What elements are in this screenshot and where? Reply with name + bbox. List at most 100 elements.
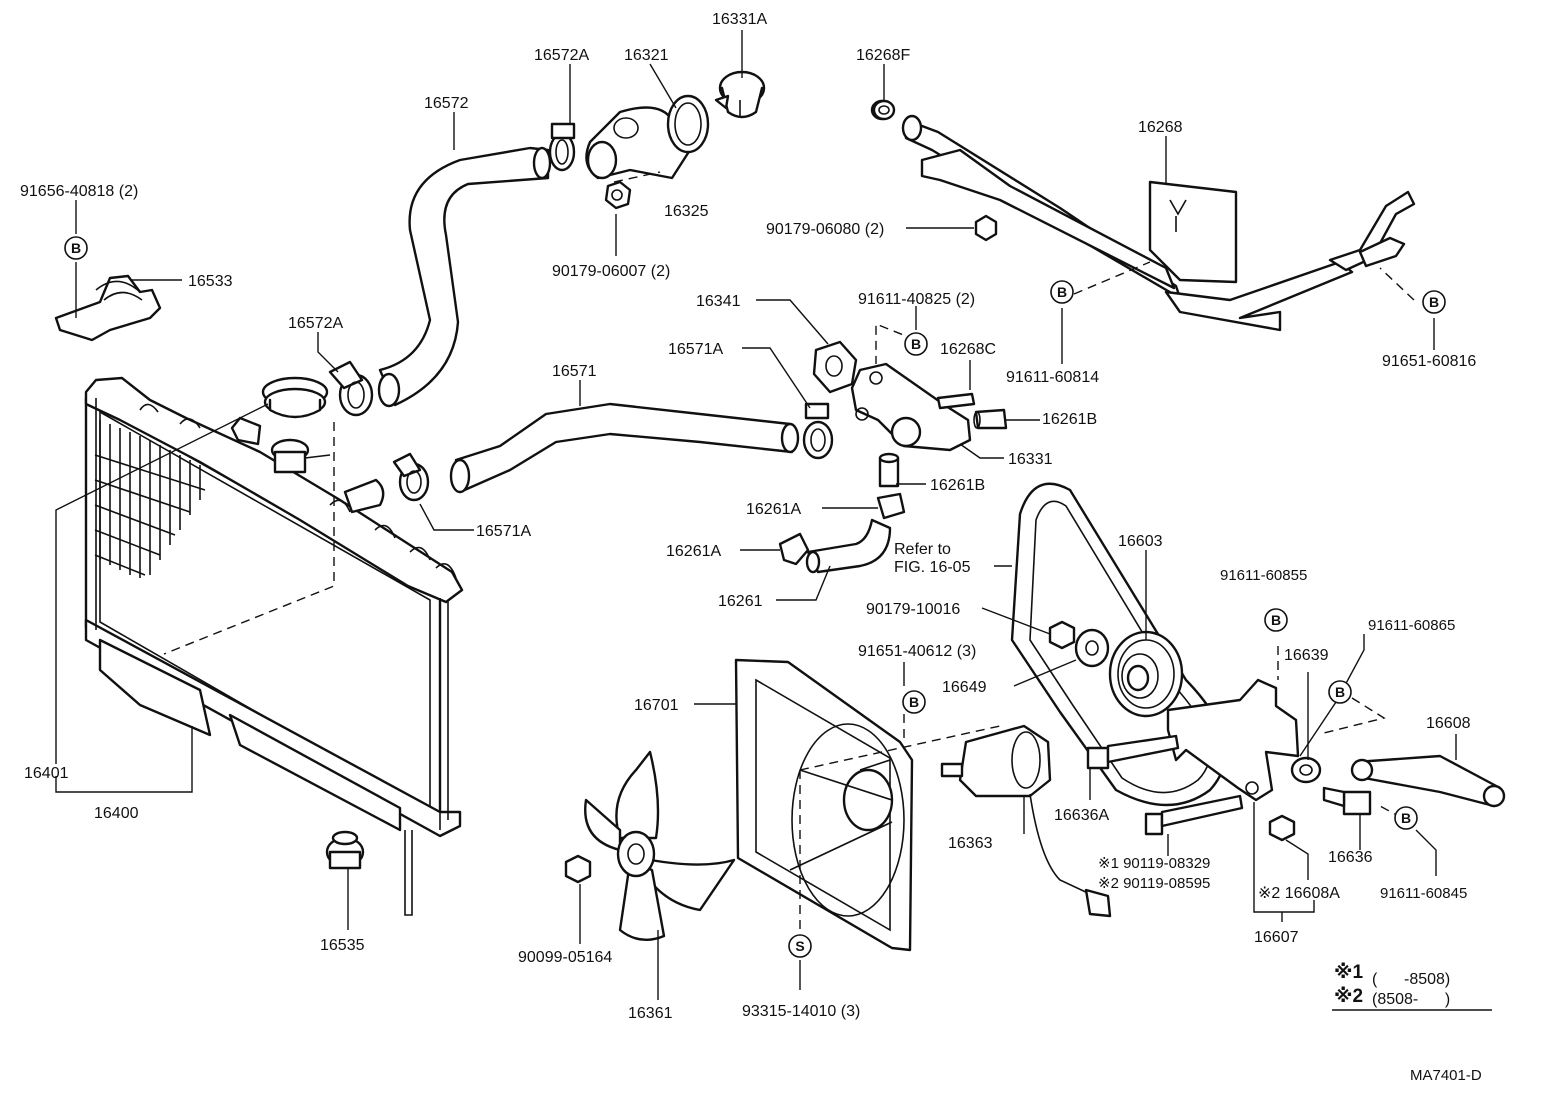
circle-b-1: B [64,236,88,260]
label-16649: 16649 [942,679,987,696]
label-91611-60845: 91611-60845 [1380,885,1467,902]
label-93315-14010: 93315-14010 (3) [742,1003,860,1020]
label-16268C: 16268C [940,341,996,358]
label-90179-10016: 90179-10016 [866,601,960,618]
label-16572: 16572 [424,95,469,112]
idler-bolt [1322,786,1372,816]
radiator-support-bracket [54,274,162,342]
svg-text:B: B [71,240,81,256]
circle-b-3: B [1050,280,1074,304]
hose-clamp-lower-right [802,402,834,460]
legend-range-2: (8508- ) [1372,991,1450,1008]
label-91656-40818: 91656-40818 (2) [20,183,138,200]
label-16701: 16701 [634,697,679,714]
label-90119-08595: ※2 90119-08595 [1098,875,1210,892]
part-labels: 16331A 16572A 16321 16572 16325 90179-06… [20,11,1476,1022]
label-16341: 16341 [696,293,741,310]
label-16608A: ※2 16608A [1258,885,1340,902]
bracket-nut [1268,814,1296,842]
label-16571A-low: 16571A [476,523,531,540]
label-16572A-top: 16572A [534,47,589,64]
label-16571: 16571 [552,363,597,380]
label-16636A: 16636A [1054,807,1109,824]
radiator [84,376,464,916]
date-legend: ※1 ( -8508) ※2 (8508- ) [1332,962,1492,1011]
water-inlet-gasket [812,340,858,394]
water-pipe-top [973,408,1008,430]
circle-markers: B B B B B B B B S [64,236,1446,958]
cooling-fan [584,750,736,942]
label-16261: 16261 [718,593,763,610]
thermostat [714,70,766,119]
svg-text:B: B [1335,684,1345,700]
label-91611-60814: 91611-60814 [1006,369,1099,386]
label-16639: 16639 [1284,647,1329,664]
lower-radiator-hose [449,402,800,494]
label-91611-40825: 91611-40825 (2) [858,291,975,308]
label-16331: 16331 [1008,451,1053,468]
svg-text:B: B [1271,612,1281,628]
water-pipe-mid [878,452,900,488]
pulley [1108,630,1184,718]
water-hose-small [805,518,892,574]
outlet-gasket [666,94,710,154]
svg-text:B: B [1429,294,1439,310]
label-16268: 16268 [1138,119,1183,136]
label-16363: 16363 [948,835,993,852]
label-16603: 16603 [1118,533,1163,550]
legend-mark-2: ※2 [1334,986,1363,1007]
idler-arm [1350,754,1506,808]
radiator-cap [261,376,329,419]
circle-b-8: B [1394,806,1418,830]
idler-bracket [1166,678,1300,802]
label-16400: 16400 [94,805,139,822]
hose-clamp-small-a [876,492,906,520]
pipe-plug [936,392,976,410]
hose-clamp-upper [548,122,576,172]
label-91611-60855: 91611-60855 [1220,567,1307,584]
label-90099-05164: 90099-05164 [518,949,612,966]
svg-text:B: B [909,694,919,710]
label-16607: 16607 [1254,929,1299,946]
hose-clamp-lower-left [392,452,430,502]
drain-cock [325,830,365,870]
label-16261B-mid: 16261B [930,477,985,494]
svg-text:B: B [1057,284,1067,300]
spacer [1290,756,1322,784]
refer-note-line-1: Refer to [894,541,951,558]
label-16571A-top: 16571A [668,341,723,358]
circle-b-5: B [1264,608,1288,632]
water-bypass-pipe [870,99,1416,332]
svg-text:S: S [795,938,804,954]
label-90179-06007: 90179-06007 (2) [552,263,670,280]
water-inlet [850,362,972,452]
nut-outlet [604,180,632,210]
circle-b-6: B [1328,680,1352,704]
circle-b-2: B [904,332,928,356]
water-outlet [585,106,692,180]
label-90119-08329: ※1 90119-08329 [1098,855,1210,872]
label-16636: 16636 [1328,849,1373,866]
label-16268F: 16268F [856,47,910,64]
refer-note-line-2: FIG. 16-05 [894,559,971,576]
fan-motor [940,724,1112,918]
label-90179-06080: 90179-06080 (2) [766,221,884,238]
upper-radiator-hose [377,146,552,408]
label-91611-60865: 91611-60865 [1368,617,1455,634]
label-16572A-left: 16572A [288,315,343,332]
label-91651-60816: 91651-60816 [1382,353,1476,370]
label-16321: 16321 [624,47,669,64]
label-16261B-top: 16261B [1042,411,1097,428]
label-16535: 16535 [320,937,365,954]
label-16608: 16608 [1426,715,1471,732]
legend-mark-1: ※1 [1334,962,1363,983]
washer [1074,628,1110,668]
hose-clamp-small-b [778,532,810,566]
circle-b-4: B [1422,290,1446,314]
label-16325: 16325 [664,203,709,220]
label-16401: 16401 [24,765,69,782]
fan-nut [564,854,592,884]
label-16261A-a: 16261A [746,501,801,518]
svg-text:B: B [1401,810,1411,826]
